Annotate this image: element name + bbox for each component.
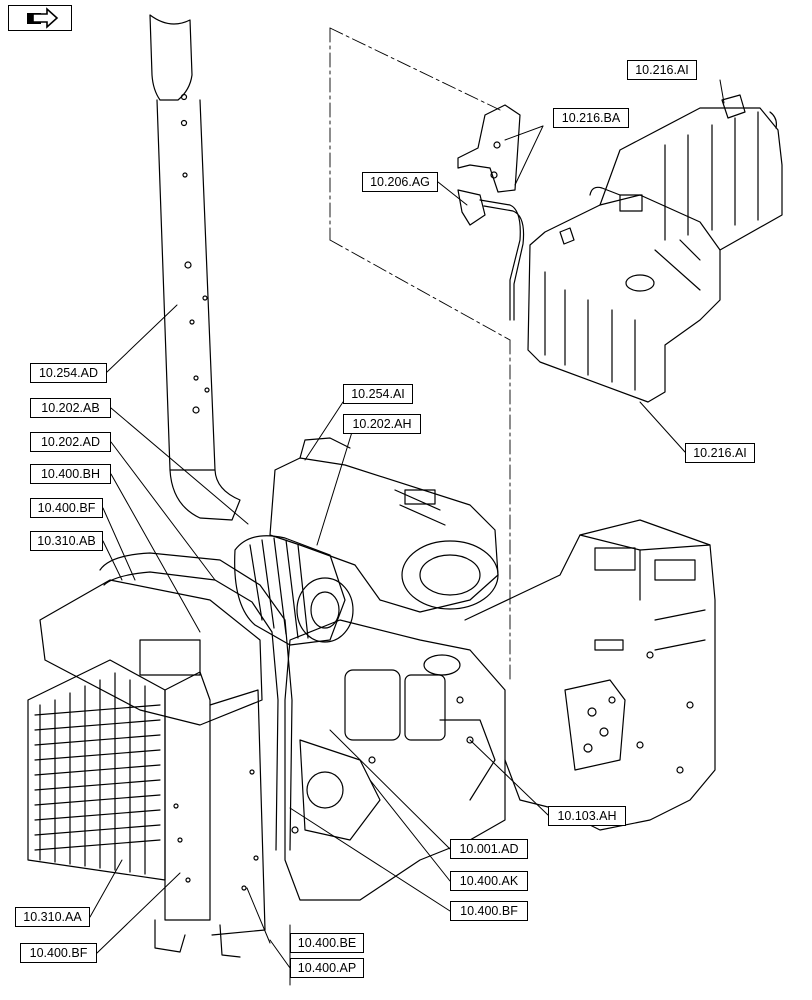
nav-arrow-button[interactable]	[8, 5, 72, 31]
callout-10-310-ab[interactable]: 10.310.AB	[30, 531, 103, 551]
phantom-lines	[329, 27, 511, 681]
callout-10-202-ah[interactable]: 10.202.AH	[343, 414, 421, 434]
intake-hose	[234, 535, 354, 646]
callout-10-206-ag[interactable]: 10.206.AG	[362, 172, 438, 192]
cooling-pack	[27, 579, 266, 958]
callout-10-310-aa[interactable]: 10.310.AA	[15, 907, 90, 927]
callout-10-216-ba[interactable]: 10.216.BA	[553, 108, 629, 128]
callout-10-216-ai-top[interactable]: 10.216.AI	[627, 60, 697, 80]
transmission	[464, 519, 716, 831]
leader-lines	[89, 79, 725, 986]
callout-10-400-ap[interactable]: 10.400.AP	[290, 958, 364, 978]
callout-10-001-ad[interactable]: 10.001.AD	[450, 839, 528, 859]
callout-10-103-ah[interactable]: 10.103.AH	[548, 806, 626, 826]
radiator-hose	[99, 552, 293, 851]
callout-10-400-bh[interactable]: 10.400.BH	[30, 464, 111, 484]
callout-10-254-ad[interactable]: 10.254.AD	[30, 363, 107, 383]
callout-10-400-be[interactable]: 10.400.BE	[290, 933, 364, 953]
exhaust-stack	[149, 14, 241, 521]
callout-10-216-ai-bottom[interactable]: 10.216.AI	[685, 443, 755, 463]
air-cleaner	[269, 437, 499, 613]
callout-10-254-ai[interactable]: 10.254.AI	[343, 384, 413, 404]
callout-10-400-bf-left[interactable]: 10.400.BF	[30, 498, 103, 518]
arrow-right-icon	[27, 7, 59, 29]
callout-10-400-bf-right[interactable]: 10.400.BF	[450, 901, 528, 921]
sensor-bracket	[457, 104, 525, 321]
callout-10-400-bf-bottom[interactable]: 10.400.BF	[20, 943, 97, 963]
def-tank	[527, 94, 783, 403]
callout-10-202-ad[interactable]: 10.202.AD	[30, 432, 111, 452]
callout-10-400-ak[interactable]: 10.400.AK	[450, 871, 528, 891]
callout-10-202-ab[interactable]: 10.202.AB	[30, 398, 111, 418]
